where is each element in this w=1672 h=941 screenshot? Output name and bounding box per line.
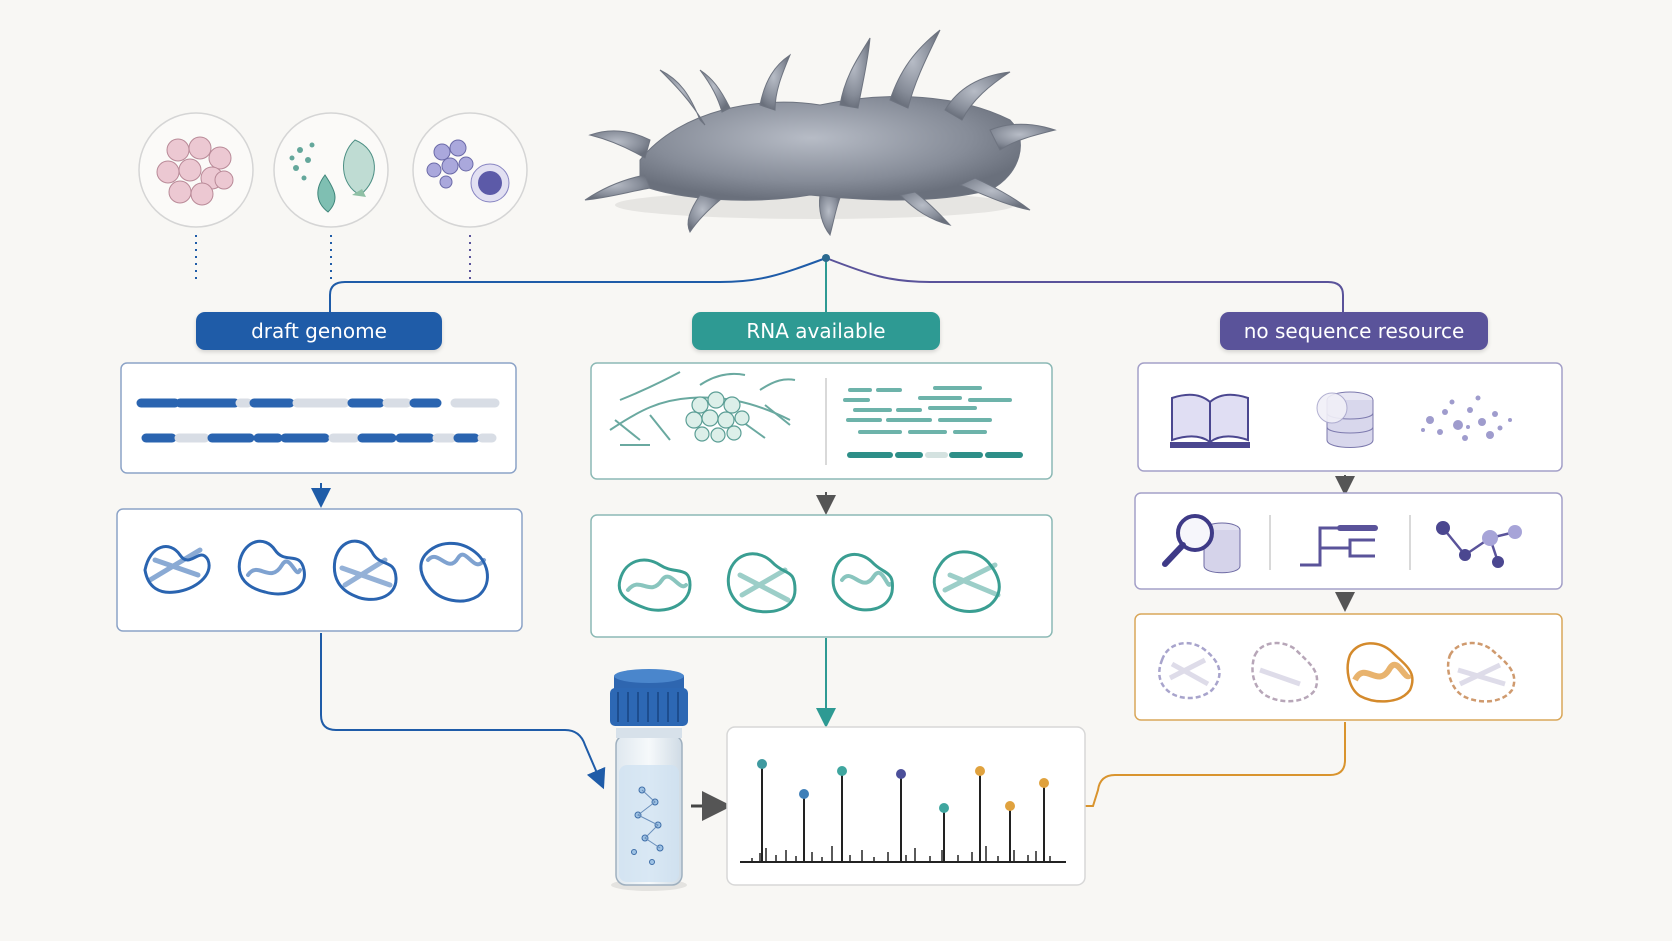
dot-cloud-icon [1421, 395, 1512, 441]
analysis-tools-box [1134, 492, 1563, 590]
blue-protein-structures-box [116, 508, 523, 632]
mass-spectrum-box [726, 726, 1086, 886]
genome-contigs-box [120, 362, 517, 474]
network-icon [1436, 521, 1522, 568]
vial-icon [610, 669, 688, 891]
resources-box [1137, 362, 1563, 472]
database-icon [1316, 391, 1374, 448]
predicted-structures-box [1134, 613, 1563, 721]
label-no-sequence-resource: no sequence resource [1220, 312, 1488, 350]
search-database-icon [1162, 514, 1241, 574]
blood-cells-icon [412, 112, 528, 280]
plant-leaf-icon [273, 112, 389, 280]
book-icon [1170, 393, 1250, 448]
tissue-cells-icon [138, 112, 254, 280]
rna-tissue-reads-box [590, 362, 1053, 480]
tree-icon [1300, 525, 1378, 567]
label-rna-available: RNA available [692, 312, 940, 350]
label-draft-genome: draft genome [196, 312, 442, 350]
organism-illustration [584, 29, 1057, 237]
branch-connectors [329, 254, 1344, 312]
arrow-left-to-vial [320, 633, 606, 790]
arrow-right-to-spectrum [1082, 722, 1346, 807]
teal-protein-structures-box [590, 514, 1053, 638]
